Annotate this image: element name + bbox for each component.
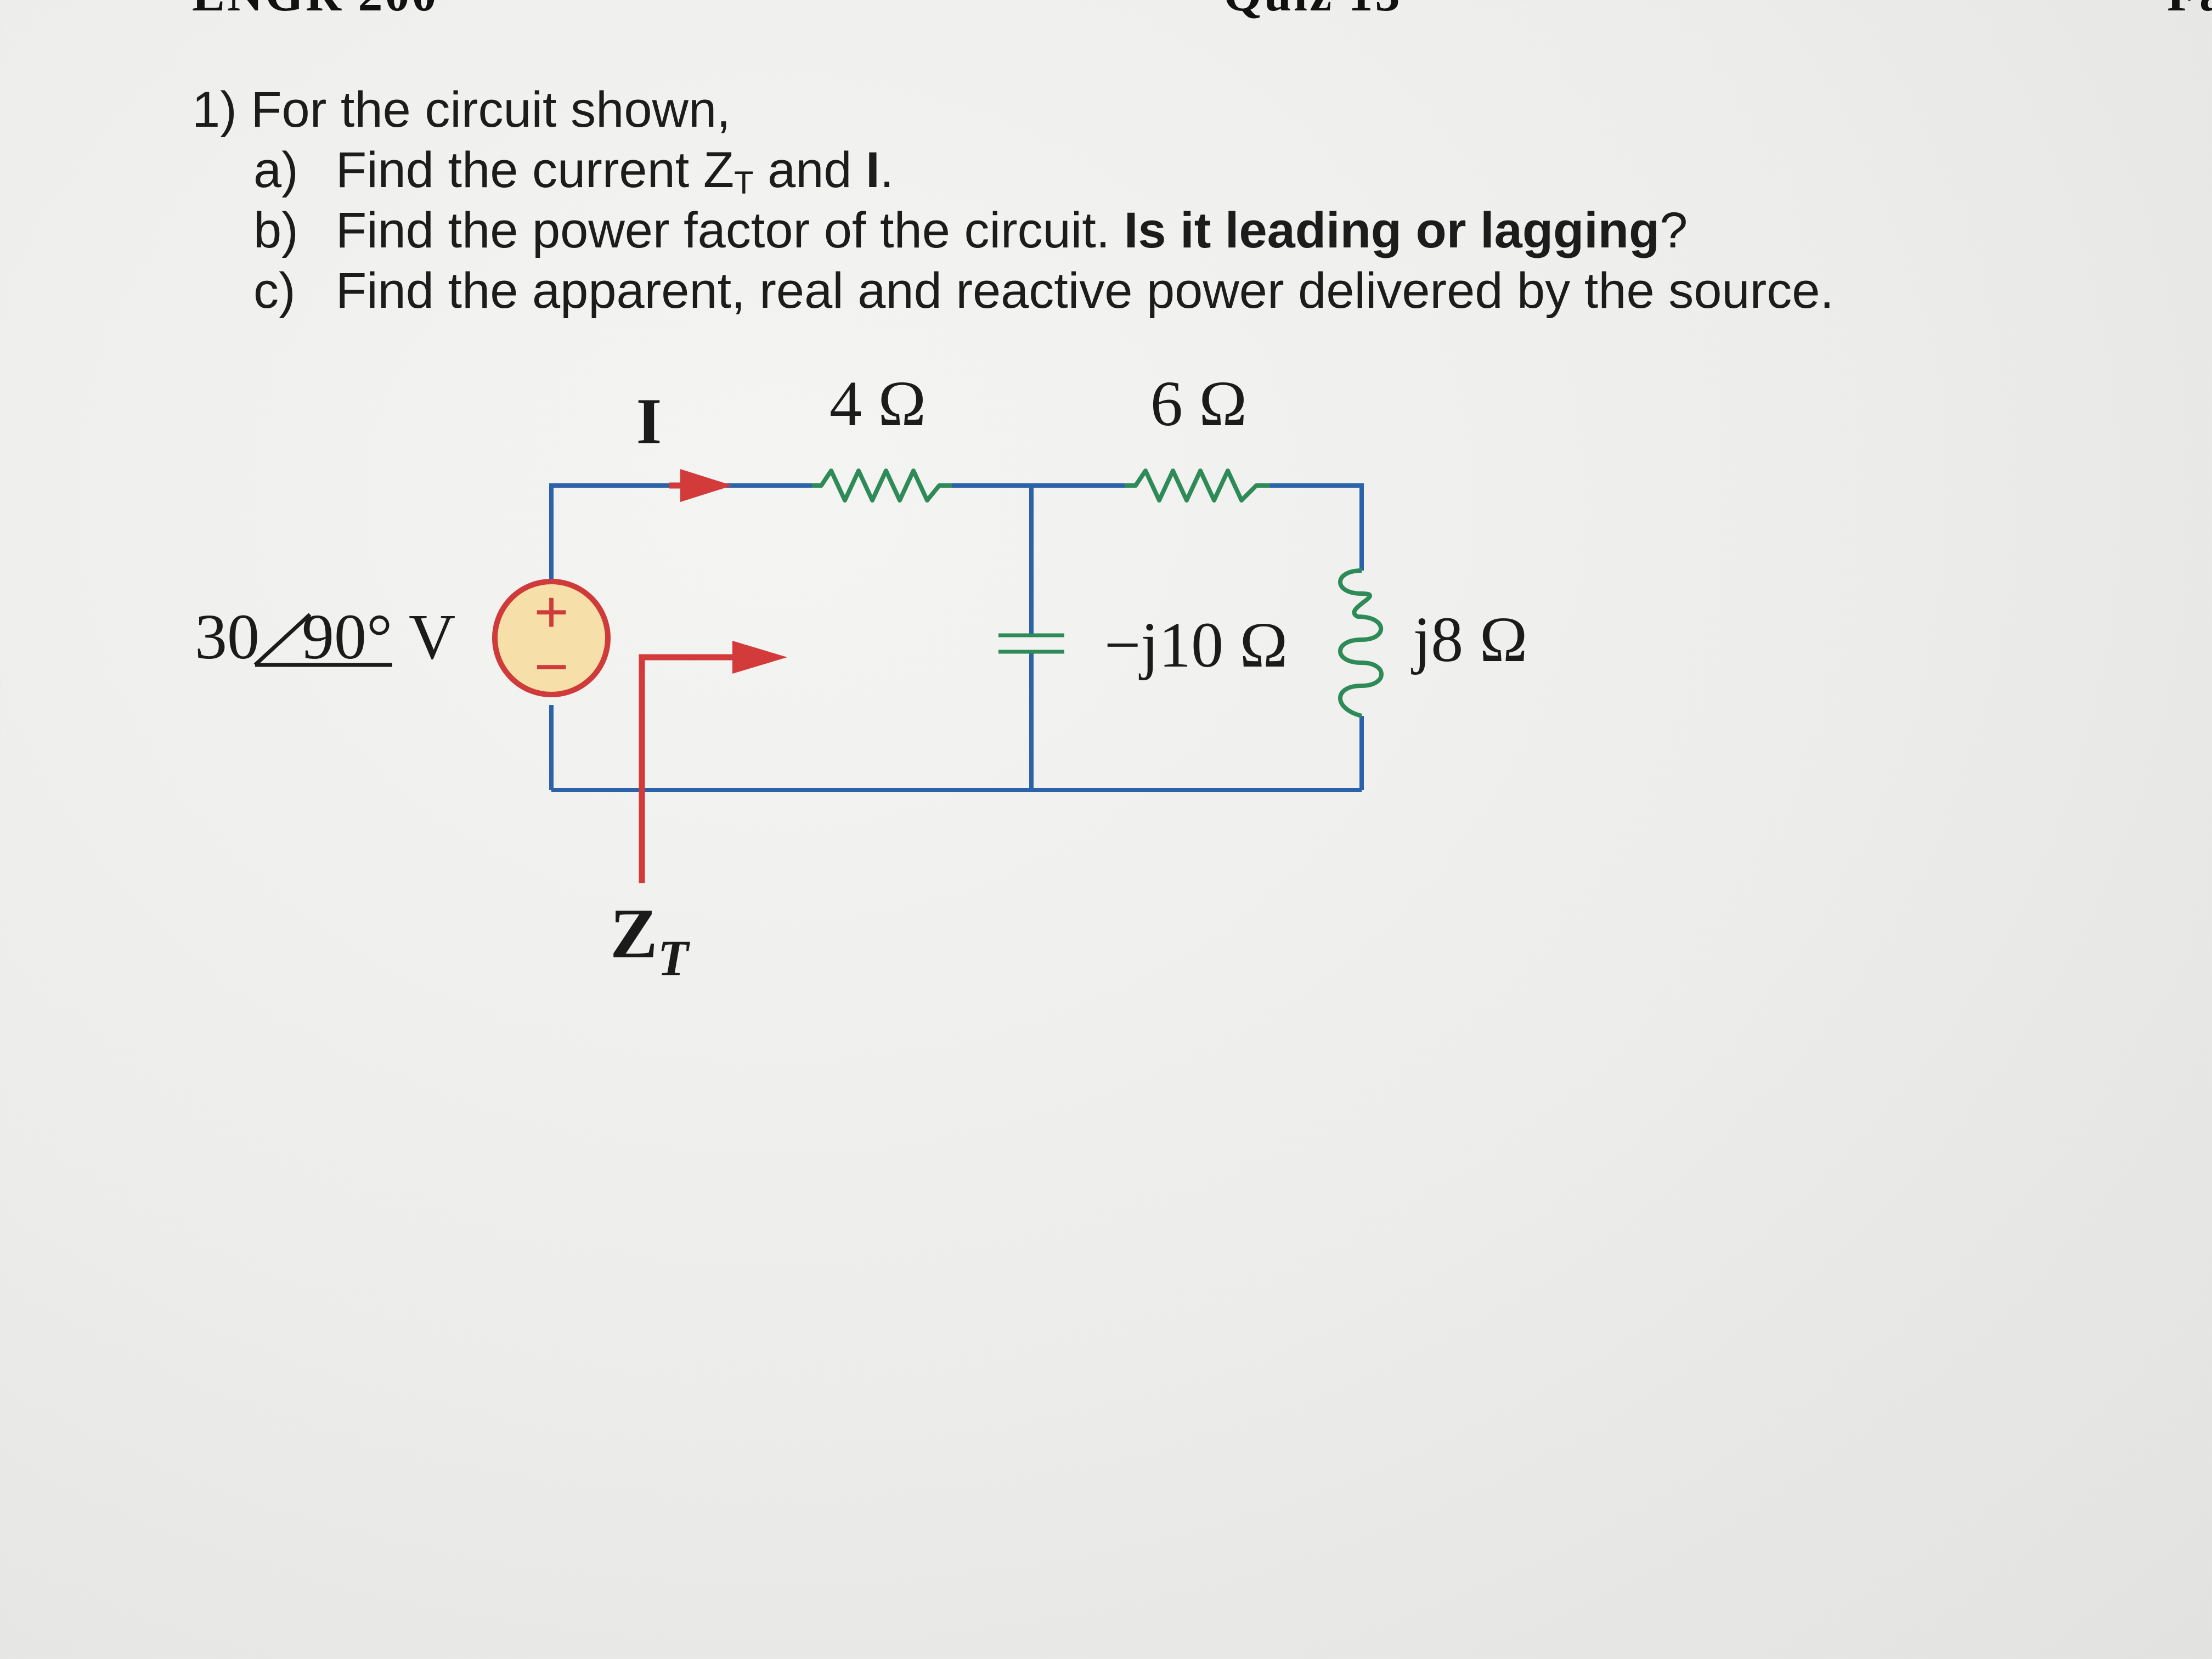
question-text: 1) For the circuit shown, <box>192 82 731 138</box>
inductor <box>1338 568 1384 718</box>
source-magnitude: 30 <box>195 601 259 673</box>
part-label: c) <box>253 263 296 319</box>
question-part-c: c) Find the apparent, real and reactive p… <box>253 262 1834 320</box>
part-text-after: and <box>753 142 866 198</box>
inductor-label: j8 Ω <box>1411 603 1528 675</box>
source-unit: V <box>409 601 455 673</box>
zt-arrow <box>639 641 787 883</box>
resistor-6-ohm <box>1125 469 1270 503</box>
resistor-6-ohm-label: 6 Ω <box>1150 368 1247 439</box>
capacitor-label: −j10 Ω <box>1104 609 1288 681</box>
part-label: b) <box>253 202 298 258</box>
wire-right-top <box>1270 483 1364 571</box>
source-plus-sign: + <box>534 578 568 645</box>
zt-label: ZT <box>610 894 691 986</box>
current-arrow <box>669 469 732 502</box>
zt-symbol: Z <box>703 142 735 198</box>
course-header: ENGR 200 <box>192 0 439 22</box>
part-end: ? <box>1660 202 1688 258</box>
part-bold-question: Is it leading or lagging <box>1124 202 1660 258</box>
part-end: . <box>879 142 894 198</box>
source-angle: 90° <box>302 601 392 673</box>
part-label: a) <box>253 142 298 198</box>
question-part-a: a) Find the current ZT and I. <box>253 142 894 201</box>
current-label: I <box>636 385 662 458</box>
zt-subscript: T <box>734 165 754 201</box>
resistor-4-ohm <box>812 469 952 503</box>
voltage-source: + − <box>492 578 611 699</box>
source-minus-sign: − <box>534 633 568 699</box>
part-text: Find the current <box>336 142 703 198</box>
part-text: Find the apparent, real and reactive pow… <box>336 263 1834 319</box>
capacitor <box>998 633 1064 654</box>
resistor-4-ohm-label: 4 Ω <box>830 368 926 439</box>
current-symbol: I <box>866 142 880 198</box>
zt-label-main: Z <box>610 894 658 973</box>
quiz-title-header: Quiz 13 <box>1223 0 1402 22</box>
question-part-b: b)Find the power factor of the circuit. … <box>253 202 1688 259</box>
term-header: Fa <box>2167 0 2212 22</box>
angle-symbol-diagonal <box>253 613 312 667</box>
part-text: Find the power factor of the circuit. <box>336 202 1124 258</box>
zt-label-sub: T <box>658 930 691 986</box>
